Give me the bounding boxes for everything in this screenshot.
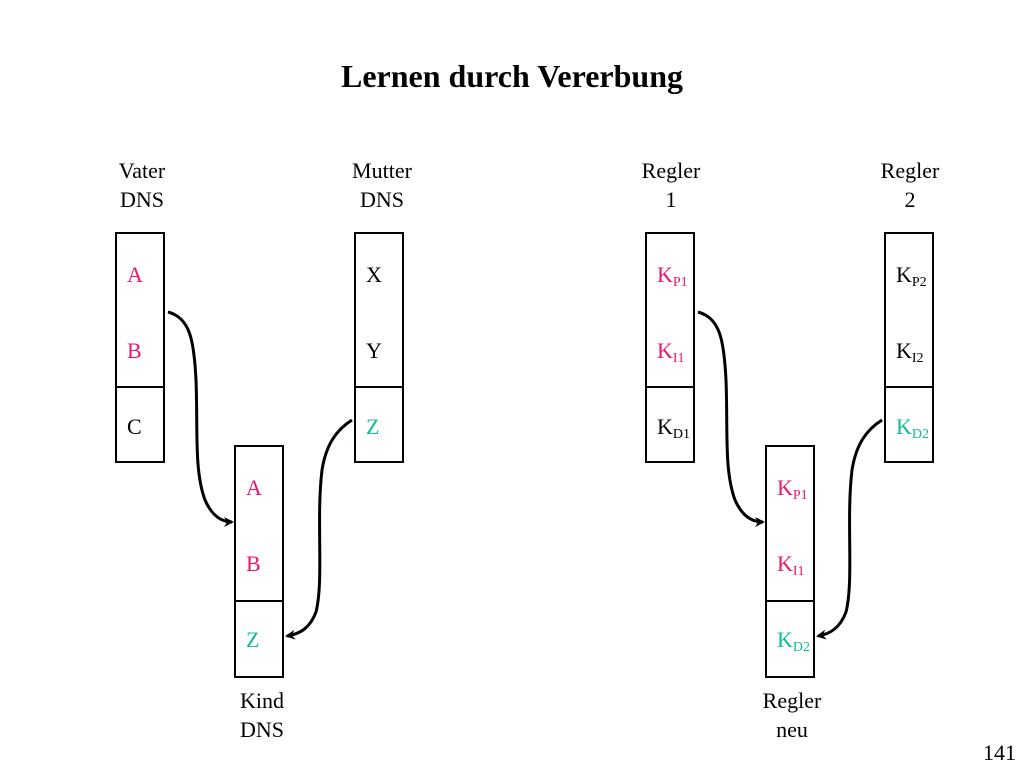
neu-ki-base: K bbox=[777, 551, 793, 576]
regler1-label-line1: Regler bbox=[641, 158, 701, 183]
regler1-box: KP1 KI1 KD1 bbox=[645, 232, 695, 463]
neu-label-line1: Regler bbox=[762, 688, 822, 713]
vater-gene-b: B bbox=[127, 338, 142, 363]
mutter-gene-z: Z bbox=[366, 414, 380, 439]
regler2-kd-sub: D2 bbox=[911, 427, 930, 442]
regler1-kp-base: K bbox=[657, 262, 673, 287]
regler2-kp: KP2 bbox=[896, 262, 927, 290]
vater-dns-label: Vater DNS bbox=[72, 156, 212, 214]
regler2-kp-base: K bbox=[896, 262, 912, 287]
regler2-box: KP2 KI2 KD2 bbox=[884, 232, 934, 463]
regler1-kd-sub: D1 bbox=[672, 427, 691, 442]
neu-ki-sub: I1 bbox=[792, 564, 805, 579]
regler1-ki-base: K bbox=[657, 338, 673, 363]
mutter-gene-x: X bbox=[366, 262, 382, 287]
vater-label-line1: Vater bbox=[118, 158, 166, 183]
mutter-dns-label: Mutter DNS bbox=[312, 156, 452, 214]
arrow-vater-to-kind bbox=[167, 310, 234, 527]
arrow-mutter-to-kind bbox=[285, 418, 353, 640]
segment-divider bbox=[767, 600, 813, 602]
mutter-label-line2: DNS bbox=[359, 187, 404, 212]
neu-kp: KP1 bbox=[777, 475, 808, 503]
regler1-label: Regler 1 bbox=[601, 156, 741, 214]
regler2-ki-base: K bbox=[896, 338, 912, 363]
kind-label-line2: DNS bbox=[239, 717, 284, 742]
regler2-kd-base: K bbox=[896, 414, 912, 439]
regler1-ki: KI1 bbox=[657, 338, 685, 366]
regler1-kp: KP1 bbox=[657, 262, 688, 290]
mutter-dns-box: X Y Z bbox=[354, 232, 404, 463]
kind-dns-label: Kind DNS bbox=[192, 686, 332, 744]
regler-neu-label: Regler neu bbox=[722, 686, 862, 744]
neu-kd-sub: D2 bbox=[792, 640, 811, 655]
page-number: 141 bbox=[983, 740, 1016, 765]
regler2-label-line1: Regler bbox=[880, 158, 940, 183]
page-title: Lernen durch Vererbung bbox=[341, 58, 683, 94]
kind-gene-b: B bbox=[246, 551, 261, 576]
mutter-gene-y: Y bbox=[366, 338, 382, 363]
neu-kp-base: K bbox=[777, 475, 793, 500]
mutter-label-line1: Mutter bbox=[352, 158, 412, 183]
vater-gene-a: A bbox=[127, 262, 143, 287]
arrow-regler2-to-neu bbox=[816, 418, 883, 640]
kind-label-line1: Kind bbox=[240, 688, 284, 713]
vater-gene-c: C bbox=[127, 414, 142, 439]
regler1-ki-sub: I1 bbox=[672, 351, 685, 366]
regler2-label: Regler 2 bbox=[840, 156, 980, 214]
regler2-label-line2: 2 bbox=[904, 187, 916, 212]
regler2-ki: KI2 bbox=[896, 338, 924, 366]
regler1-label-line2: 1 bbox=[665, 187, 677, 212]
regler-neu-box: KP1 KI1 KD2 bbox=[765, 445, 815, 678]
regler1-kd-base: K bbox=[657, 414, 673, 439]
neu-kd: KD2 bbox=[777, 627, 811, 655]
regler2-ki-sub: I2 bbox=[911, 351, 924, 366]
segment-divider bbox=[117, 386, 163, 388]
kind-gene-z: Z bbox=[246, 627, 260, 652]
neu-label-line2: neu bbox=[776, 717, 808, 742]
segment-divider bbox=[647, 386, 693, 388]
neu-ki: KI1 bbox=[777, 551, 805, 579]
regler2-kd: KD2 bbox=[896, 414, 930, 442]
segment-divider bbox=[356, 386, 402, 388]
neu-kp-sub: P1 bbox=[792, 488, 808, 503]
regler1-kd: KD1 bbox=[657, 414, 691, 442]
regler1-kp-sub: P1 bbox=[672, 275, 688, 290]
vater-dns-box: A B C bbox=[115, 232, 165, 463]
arrow-regler1-to-neu bbox=[697, 310, 765, 527]
regler2-kp-sub: P2 bbox=[911, 275, 927, 290]
vater-label-line2: DNS bbox=[119, 187, 164, 212]
kind-gene-a: A bbox=[246, 475, 262, 500]
kind-dns-box: A B Z bbox=[234, 445, 284, 678]
segment-divider bbox=[236, 600, 282, 602]
neu-kd-base: K bbox=[777, 627, 793, 652]
segment-divider bbox=[886, 386, 932, 388]
